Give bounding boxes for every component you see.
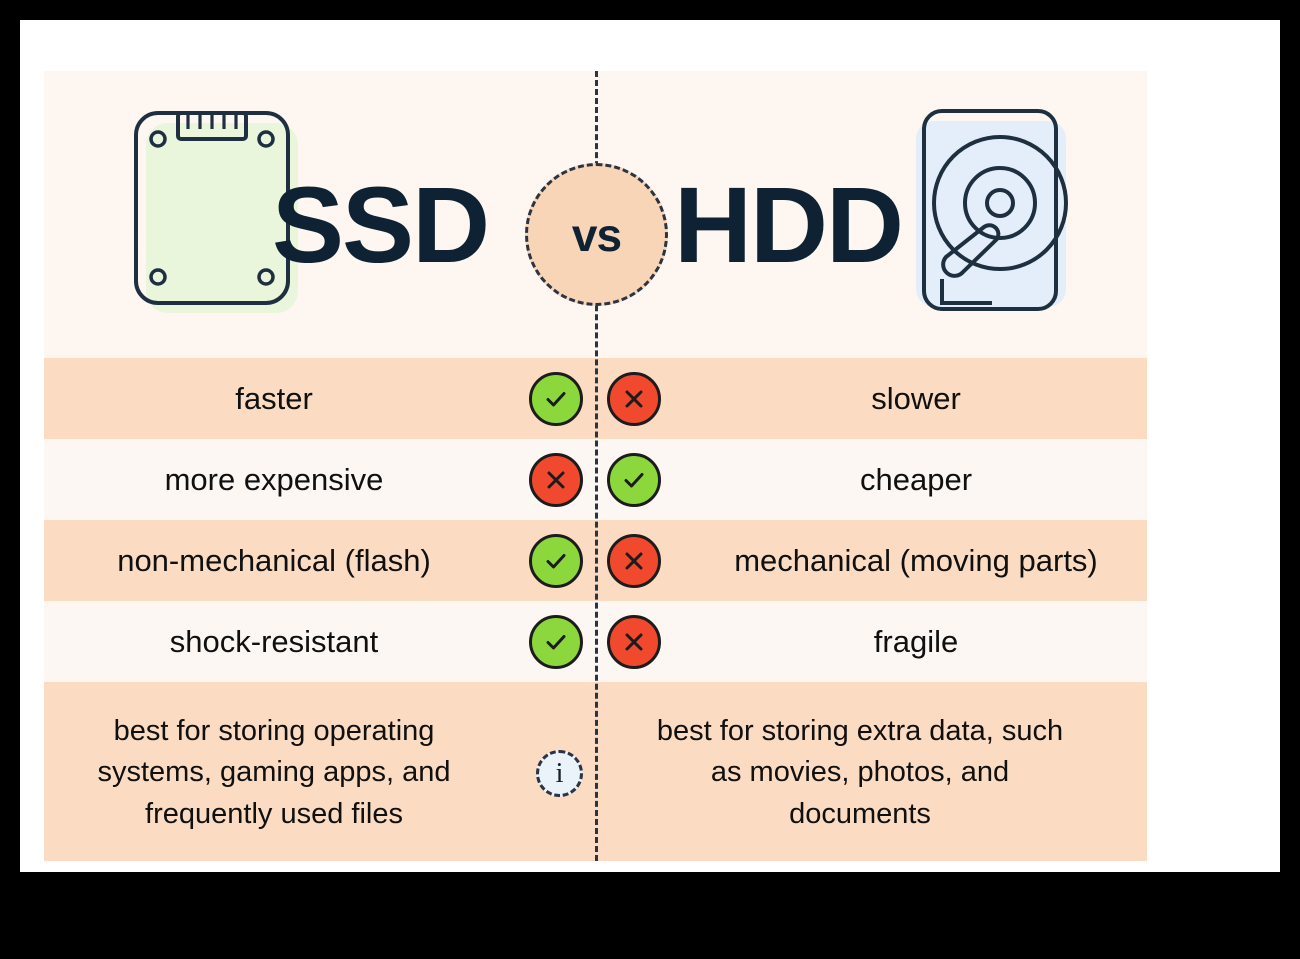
hdd-mark-cell bbox=[595, 452, 686, 507]
hdd-title: HDD bbox=[674, 164, 904, 285]
ssd-attribute-label: faster bbox=[235, 380, 313, 416]
check-icon bbox=[607, 452, 661, 507]
ssd-attribute-label: more expensive bbox=[164, 461, 384, 497]
ssd-mark-cell bbox=[504, 614, 595, 669]
vertical-dashed-divider bbox=[595, 71, 598, 861]
hdd-mark-cell bbox=[595, 371, 686, 426]
hdd-attribute-label: mechanical (moving parts) bbox=[734, 542, 1098, 578]
cross-icon bbox=[529, 452, 583, 507]
ssd-info-cell: i bbox=[504, 749, 595, 797]
ssd-mark-cell bbox=[504, 533, 595, 588]
hdd-use-case-text: best for storing extra data, such as mov… bbox=[656, 715, 1064, 830]
check-icon bbox=[529, 614, 583, 669]
hdd-mark-cell bbox=[595, 533, 686, 588]
vs-label: vs bbox=[571, 208, 622, 261]
hdd-attribute-label: cheaper bbox=[859, 461, 973, 497]
page-sheet: SSD vs HDD fa bbox=[20, 20, 1280, 872]
check-icon bbox=[529, 371, 583, 426]
cross-icon bbox=[607, 533, 661, 588]
info-glyph: i bbox=[555, 756, 564, 789]
info-icon: i bbox=[536, 749, 583, 797]
summary-row: best for storing operating systems, gami… bbox=[44, 682, 1147, 861]
comparison-card: SSD vs HDD fa bbox=[44, 71, 1147, 861]
hdd-attribute-label: fragile bbox=[873, 623, 959, 659]
ssd-title: SSD bbox=[272, 164, 490, 285]
check-icon bbox=[529, 533, 583, 588]
ssd-use-case-text: best for storing operating systems, gami… bbox=[97, 715, 451, 830]
hdd-attribute-label: slower bbox=[871, 380, 961, 416]
hdd-drive-icon bbox=[894, 107, 1074, 319]
ssd-mark-cell bbox=[504, 452, 595, 507]
vs-badge: vs bbox=[525, 163, 668, 306]
ssd-mark-cell bbox=[504, 371, 595, 426]
hdd-mark-cell bbox=[595, 614, 686, 669]
ssd-attribute-label: non-mechanical (flash) bbox=[117, 542, 431, 578]
ssd-attribute-label: shock-resistant bbox=[169, 623, 379, 659]
ssd-drive-icon bbox=[132, 109, 304, 317]
cross-icon bbox=[607, 614, 661, 669]
cross-icon bbox=[607, 371, 661, 426]
